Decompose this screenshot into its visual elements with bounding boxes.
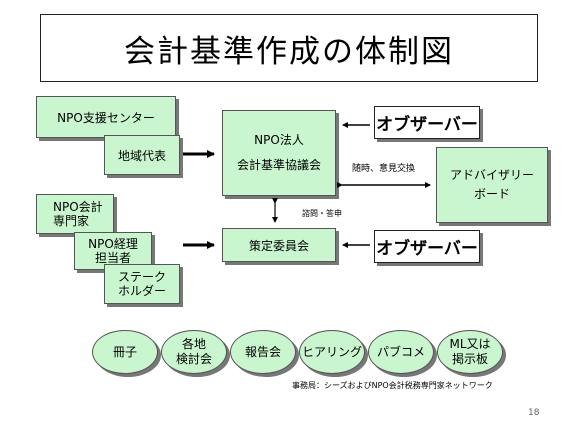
oval-regional-line2: 検討会 [175,352,212,366]
oval-hearing: ヒアリング [299,330,365,374]
npo-corp-line2: 会計基準協議会 [236,158,321,172]
observer-box-top: オブザーバー [374,106,480,139]
oval-ml-line1: ML又は [449,337,491,351]
oval-briefing-label: 報告会 [244,344,281,359]
exchange-label: 随時、意見交換 [352,164,416,174]
secretariat-note: 事務局：シーズおよびNPO会計税務専門家ネットワーク [292,381,493,390]
npo-accounting-staff-line2: 担当者 [94,251,131,265]
page-title: 会計基準作成の体制図 [40,14,538,82]
oval-ml-line2: 掲示板 [451,352,488,366]
oval-regional-meeting: 各地 検討会 [161,330,227,374]
npo-accounting-expert-line1: NPO会計 [53,200,103,214]
stakeholder-line1: ステーク [117,269,166,284]
oval-hearing-label: ヒアリング [301,344,362,359]
observer-box-bottom: オブザーバー [374,230,480,263]
oval-booklet: 冊子 [92,330,158,374]
npo-accounting-staff-box: NPO経理 担当者 [74,232,152,270]
oval-briefing: 報告会 [230,330,296,374]
drafting-committee-label: 策定委員会 [248,238,309,253]
oval-mailing-list: ML又は 掲示板 [437,330,503,374]
oval-public-comment-label: パブコメ [376,344,425,359]
oval-regional-line1: 各地 [181,337,206,351]
observer-label-top: オブザーバー [376,115,478,135]
npo-support-center-label: NPO支援センター [57,110,155,125]
npo-corp-line1: NPO法人 [254,132,304,147]
npo-accounting-expert-line2: 専門家 [53,214,90,229]
oval-booklet-label: 冊子 [112,344,137,359]
page-number: 18 [528,408,540,418]
regional-rep-label: 地域代表 [117,148,166,163]
stakeholder-box: ステーク ホルダー [104,264,180,304]
npo-corp-council-box: NPO法人 会計基準協議会 [222,110,336,196]
drafting-committee-box: 策定委員会 [222,228,336,262]
stakeholder-line2: ホルダー [117,284,166,298]
npo-accounting-staff-line1: NPO経理 [88,236,138,251]
npo-support-center-box: NPO支援センター [36,96,176,138]
oval-public-comment: パブコメ [368,330,434,374]
regional-rep-box: 地域代表 [104,135,180,175]
advisory-board-line1: アドバイザリー [449,167,534,182]
observer-label-bottom: オブザーバー [376,239,478,259]
consult-reply-label: 諮問・答申 [302,209,342,218]
advisory-board-line2: ボード [473,187,510,201]
advisory-board-box: アドバイザリー ボード [436,147,548,223]
